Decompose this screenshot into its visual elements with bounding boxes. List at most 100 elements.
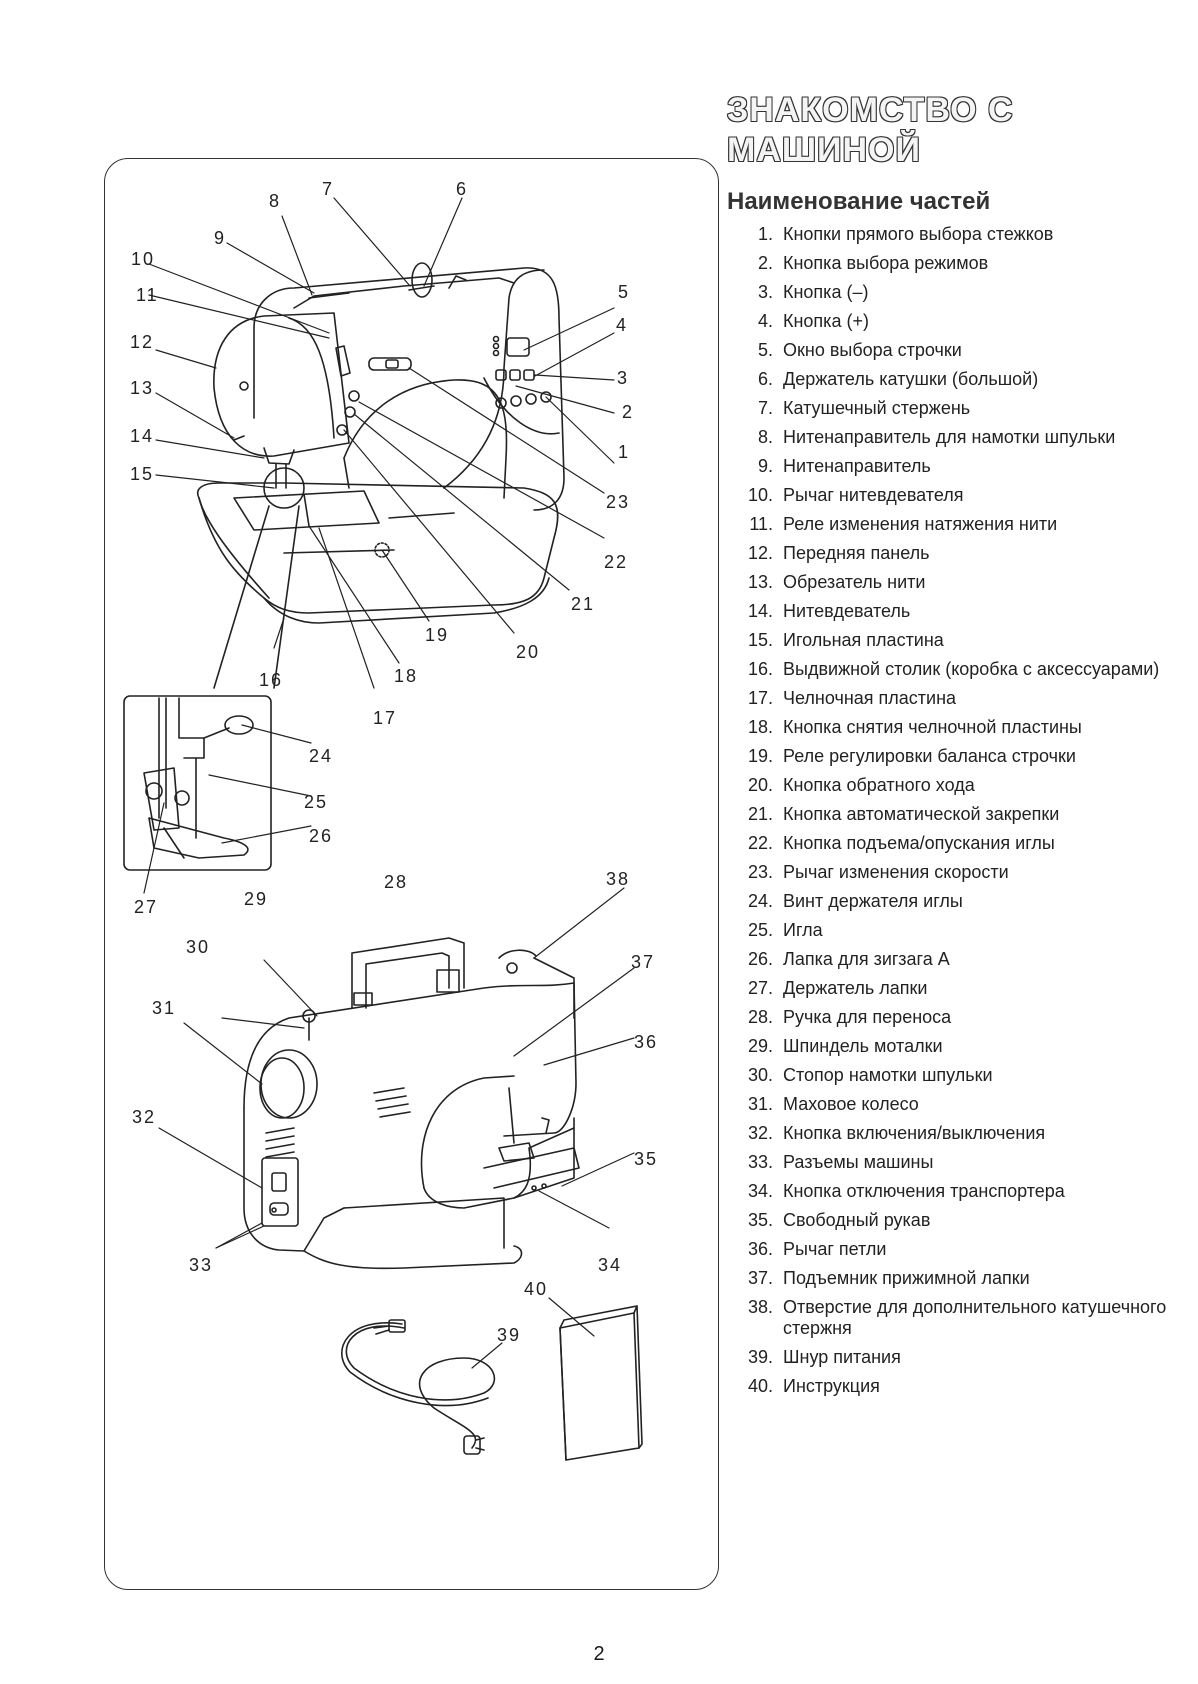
item-number: 8. [757, 427, 773, 447]
item-text: Маховое колесо [783, 1094, 919, 1114]
item-number: 38. [747, 1297, 773, 1317]
item-number: 30. [747, 1065, 773, 1085]
item-text: Нитенаправитель [783, 456, 931, 476]
callout-30: 30 [186, 937, 210, 957]
list-item: 2. Кнопка выбора режимов [727, 253, 1187, 274]
list-item: 26.Лапка для зигзага А [727, 949, 1187, 970]
list-item: 3.Кнопка (–) [727, 282, 1187, 303]
callout-38: 38 [606, 869, 630, 889]
item-number: 29. [747, 1036, 773, 1056]
callout-13: 13 [130, 378, 154, 398]
item-number: 4. [757, 311, 773, 331]
title-line-2: МАШИНОЙ [727, 131, 921, 169]
callout-12: 12 [130, 332, 154, 352]
callout-10: 10 [131, 249, 155, 269]
item-text: Винт держателя иглы [783, 891, 963, 911]
list-item: 36.Рычаг петли [727, 1239, 1187, 1260]
item-text: Кнопка включения/выключения [783, 1123, 1046, 1143]
item-text: Держатель катушки (большой) [783, 369, 1039, 389]
item-text: Стопор намотки шпульки [783, 1065, 993, 1085]
list-item: 29.Шпиндель моталки [727, 1036, 1187, 1057]
item-number: 21. [747, 804, 773, 824]
diagram-frame [104, 158, 719, 1590]
callout-32: 32 [132, 1107, 156, 1127]
list-item: 32. Кнопка включения/выключения [727, 1123, 1187, 1144]
list-item: 11. Реле изменения натяжения нити [727, 514, 1187, 535]
item-number: 36. [747, 1239, 773, 1259]
item-number: 9. [757, 456, 773, 476]
item-number: 20. [747, 775, 773, 795]
list-item: 28.Ручка для переноса [727, 1007, 1187, 1028]
list-item: 15.Игольная пластина [727, 630, 1187, 651]
callout-19: 19 [425, 625, 449, 645]
item-number: 1. [757, 224, 773, 244]
list-item: 31. Маховое колесо [727, 1094, 1187, 1115]
item-text: Кнопка (+) [783, 311, 869, 331]
list-item: 14.Нитевдеватель [727, 601, 1187, 622]
item-text: Рычаг нитевдевателя [783, 485, 964, 505]
power-cord-illustration [341, 1319, 496, 1455]
list-item: 24.Винт держателя иглы [727, 891, 1187, 912]
item-number: 3. [757, 282, 773, 302]
item-text: Разъемы машины [783, 1152, 934, 1172]
item-text: Кнопка выбора режимов [783, 253, 989, 273]
item-text: Реле изменения натяжения нити [783, 514, 1058, 534]
callout-25: 25 [304, 792, 328, 812]
callout-1: 1 [618, 442, 630, 462]
item-text: Челночная пластина [783, 688, 957, 708]
list-item: 33. Разъемы машины [727, 1152, 1187, 1173]
callout-2: 2 [622, 402, 634, 422]
item-text: Выдвижной столик (коробка с аксессуарами… [783, 659, 1160, 679]
item-number: 13. [747, 572, 773, 592]
item-text: Держатель лапки [783, 978, 928, 998]
callout-40: 40 [524, 1279, 548, 1299]
item-number: 33. [747, 1152, 773, 1172]
callout-16: 16 [259, 670, 283, 690]
callout-labels: 1 1 2 3 4 5 6 7 8 9 10 11 12 13 14 15 16… [130, 179, 658, 1345]
callout-5: 5 [618, 282, 630, 302]
callout-31: 31 [152, 998, 176, 1018]
item-number: 17. [747, 688, 773, 708]
list-item: 16.Выдвижной столик (коробка с аксессуар… [727, 659, 1187, 680]
item-text: Реле регулировки баланса строчки [783, 746, 1076, 766]
item-text: Обрезатель нити [783, 572, 926, 592]
item-number: 12. [747, 543, 773, 563]
item-number: 37. [747, 1268, 773, 1288]
callout-14: 14 [130, 426, 154, 446]
list-item: 20. Кнопка обратного хода [727, 775, 1187, 796]
list-item: 12.Передняя панель [727, 543, 1187, 564]
item-number: 26. [747, 949, 773, 969]
list-item: 7.Катушечный стержень [727, 398, 1187, 419]
callout-18: 18 [394, 666, 418, 686]
item-number: 15. [747, 630, 773, 650]
list-item: 5.Окно выбора строчки [727, 340, 1187, 361]
callout-3: 3 [617, 368, 629, 388]
item-text: Подъемник прижимной лапки [783, 1268, 1030, 1288]
item-text: Кнопка автоматической закрепки [783, 804, 1060, 824]
item-number: 11. [749, 514, 773, 534]
list-item: 37. Подъемник прижимной лапки [727, 1268, 1187, 1289]
page-title: ЗНАКОМСТВО С МАШИНОЙ [727, 90, 1014, 170]
item-number: 2. [757, 253, 773, 273]
callout-23: 23 [606, 492, 630, 512]
item-number: 31. [747, 1094, 773, 1114]
item-text: Кнопка отключения транспортера [783, 1181, 1065, 1201]
callout-26: 26 [309, 826, 333, 846]
item-text: Инструкция [783, 1376, 880, 1396]
item-number: 25. [747, 920, 773, 940]
list-item: 22.Кнопка подъема/опускания иглы [727, 833, 1187, 854]
item-number: 18. [747, 717, 773, 737]
item-text: Рычаг изменения скорости [783, 862, 1009, 882]
item-number: 32. [747, 1123, 773, 1143]
list-item: 40.Инструкция [727, 1376, 1187, 1397]
item-text: Кнопка обратного хода [783, 775, 975, 795]
item-number: 35. [747, 1210, 773, 1230]
callout-35: 35 [634, 1149, 658, 1169]
list-item: 1.Кнопки прямого выбора стежков [727, 224, 1187, 245]
list-item: 34.Кнопка отключения транспортера [727, 1181, 1187, 1202]
item-number: 39. [747, 1347, 773, 1367]
callout-21: 21 [571, 594, 595, 614]
callout-22: 22 [604, 552, 628, 572]
list-item: 9. Нитенаправитель [727, 456, 1187, 477]
callout-37: 37 [631, 952, 655, 972]
